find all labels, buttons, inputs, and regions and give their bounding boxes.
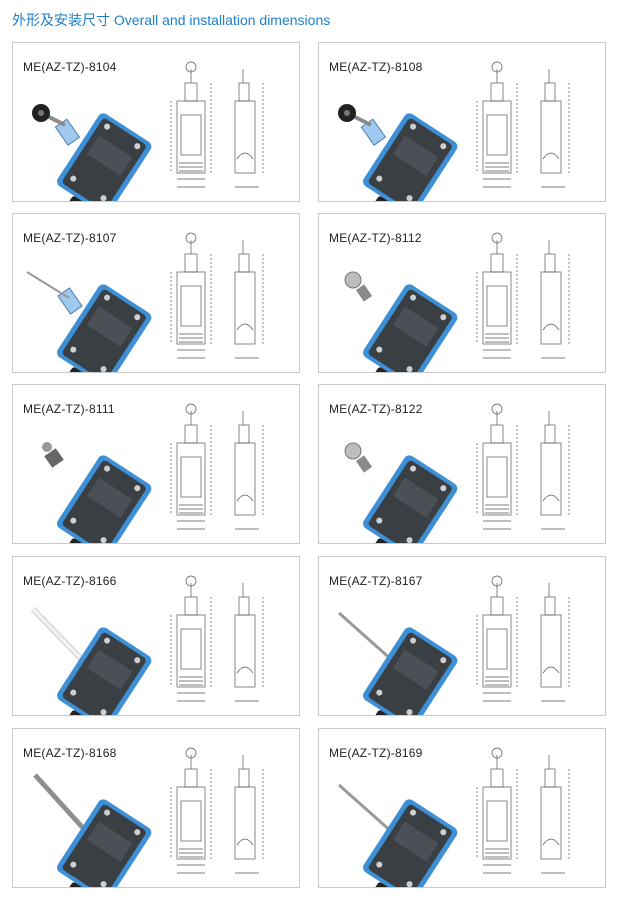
product-panel: ME(AZ-TZ)-8168	[12, 728, 300, 888]
switch-photo	[32, 104, 152, 201]
dimension-drawing	[476, 61, 570, 188]
dimension-drawing	[170, 403, 264, 530]
switch-photo	[33, 773, 152, 887]
model-number: ME(AZ-TZ)-8122	[329, 402, 423, 416]
switch-photo	[26, 271, 152, 372]
model-number: ME(AZ-TZ)-8166	[23, 574, 117, 588]
switch-photo	[344, 442, 458, 543]
dimension-drawing	[170, 232, 264, 359]
switch-photo	[338, 783, 458, 887]
dimension-drawing	[170, 61, 264, 188]
switch-photo	[338, 611, 458, 715]
page-title: 外形及安装尺寸 Overall and installation dimensi…	[12, 10, 330, 30]
model-number: ME(AZ-TZ)-8107	[23, 231, 117, 245]
model-number: ME(AZ-TZ)-8104	[23, 60, 117, 74]
product-panel: ME(AZ-TZ)-8167	[318, 556, 606, 716]
product-panel: ME(AZ-TZ)-8169	[318, 728, 606, 888]
dimension-drawing	[170, 747, 264, 874]
switch-photo	[338, 104, 458, 201]
dimension-drawing	[476, 575, 570, 702]
product-panel: ME(AZ-TZ)-8111	[12, 384, 300, 544]
switch-photo	[344, 271, 458, 372]
product-panel: ME(AZ-TZ)-8108	[318, 42, 606, 202]
page-title-en: Overall and installation dimensions	[113, 12, 331, 28]
dimension-drawing	[170, 575, 264, 702]
model-number: ME(AZ-TZ)-8108	[329, 60, 423, 74]
model-number: ME(AZ-TZ)-8167	[329, 574, 423, 588]
product-panel: ME(AZ-TZ)-8166	[12, 556, 300, 716]
product-panel: ME(AZ-TZ)-8104	[12, 42, 300, 202]
model-number: ME(AZ-TZ)-8168	[23, 746, 117, 760]
product-panel: ME(AZ-TZ)-8122	[318, 384, 606, 544]
page-title-cn: 外形及安装尺寸	[12, 13, 110, 29]
model-number: ME(AZ-TZ)-8169	[329, 746, 423, 760]
dimension-drawing	[476, 747, 570, 874]
dimension-drawing	[476, 232, 570, 359]
model-number: ME(AZ-TZ)-8111	[23, 402, 115, 416]
switch-photo	[30, 606, 152, 715]
product-panel: ME(AZ-TZ)-8107	[12, 213, 300, 373]
switch-photo	[42, 442, 152, 543]
model-number: ME(AZ-TZ)-8112	[329, 231, 422, 245]
product-panel: ME(AZ-TZ)-8112	[318, 213, 606, 373]
dimension-drawing	[476, 403, 570, 530]
